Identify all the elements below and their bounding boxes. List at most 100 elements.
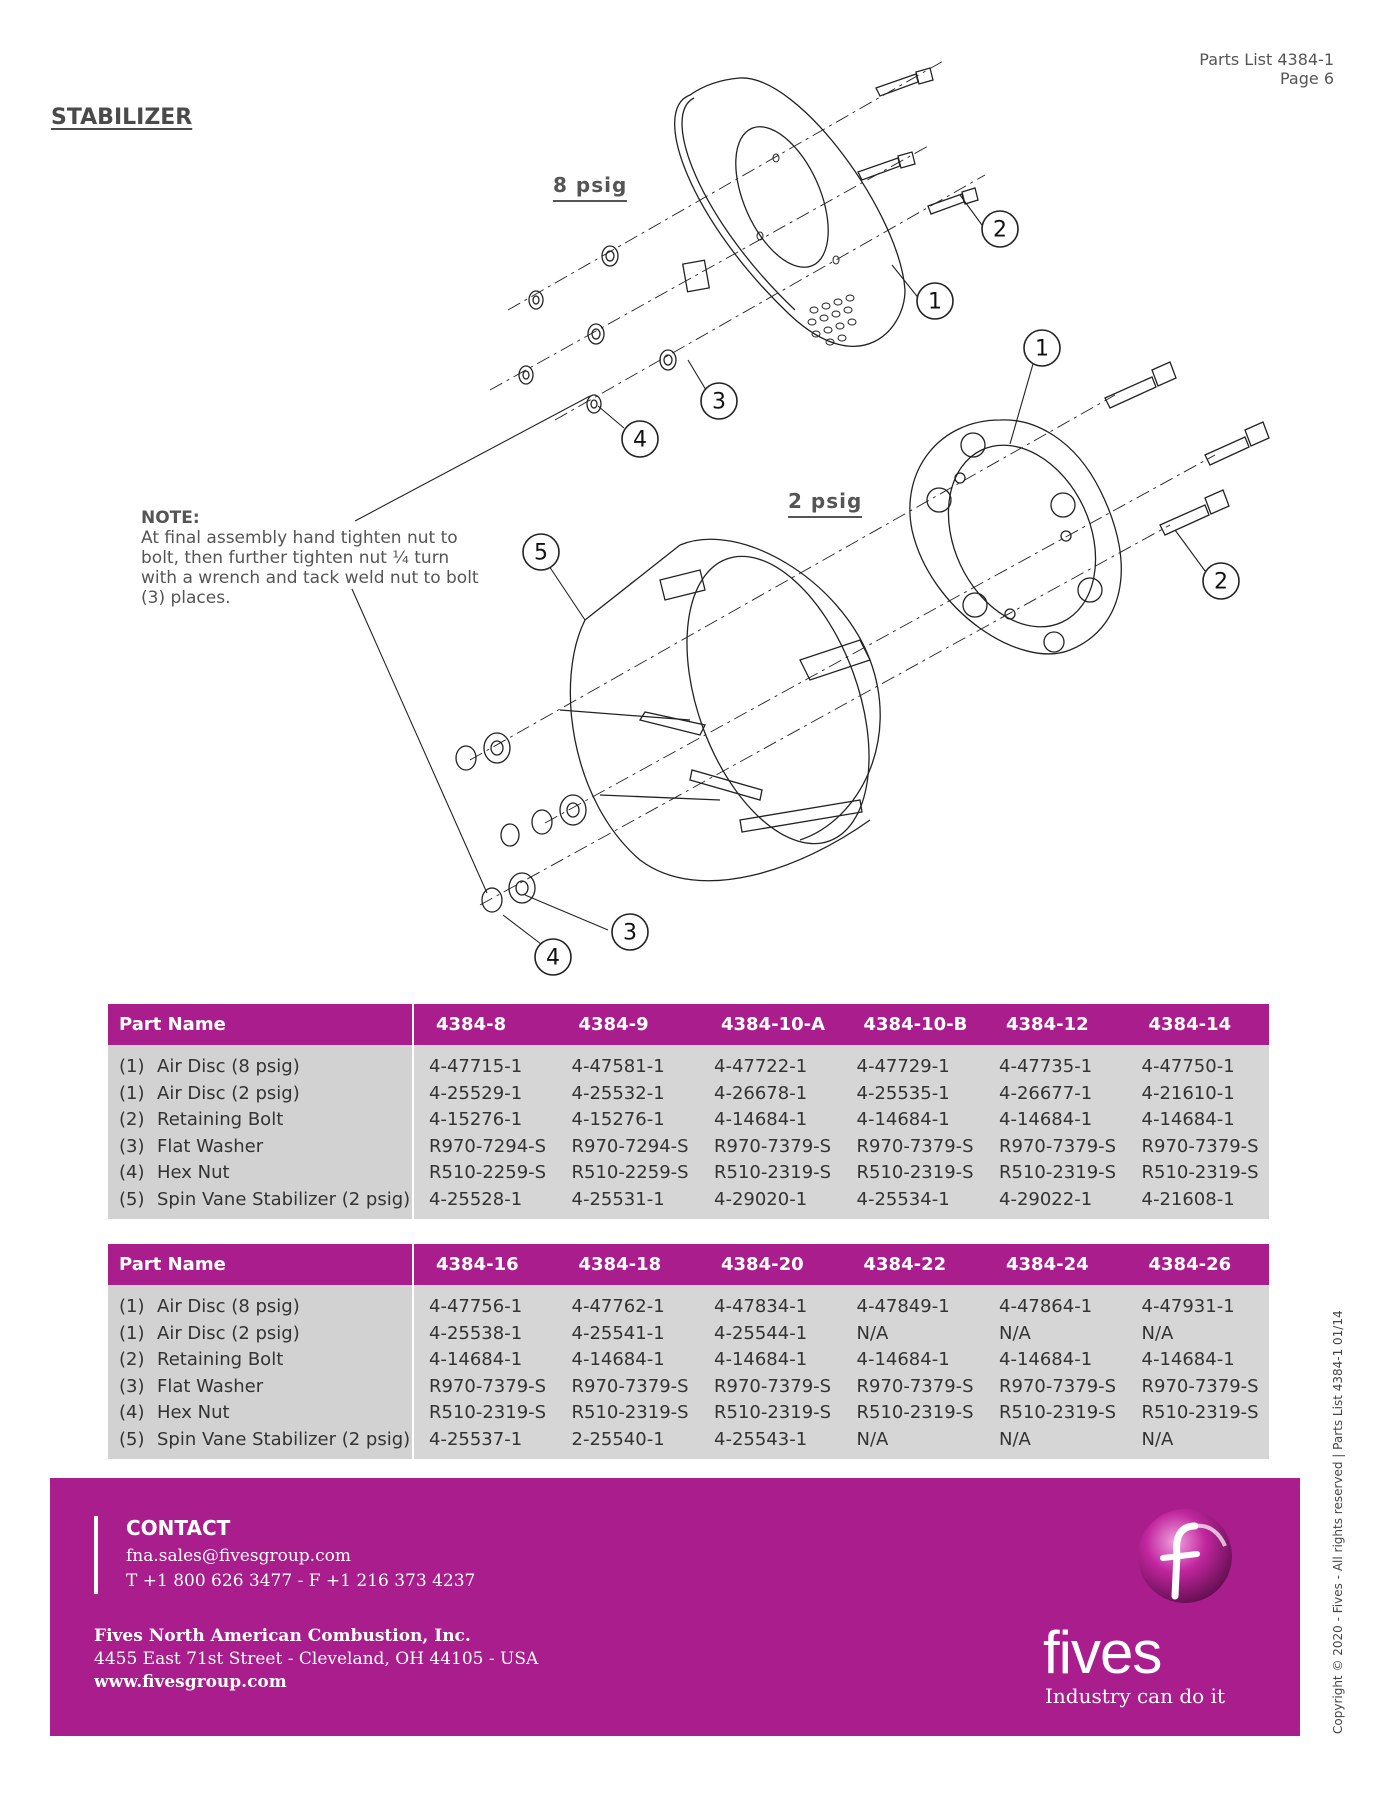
header-model: 4384-26: [1148, 1254, 1232, 1275]
item-number: (5): [119, 1188, 145, 1210]
part-number-cell: 4-26677-1: [999, 1082, 1093, 1104]
part-number-cell: 4-25534-1: [856, 1188, 950, 1210]
part-row: (5) Spin Vane Stabilizer (2 psig): [119, 1187, 412, 1214]
part-number-cell: 4-15276-1: [571, 1109, 665, 1130]
part-name: Spin Vane Stabilizer (2 psig): [157, 1188, 411, 1210]
svg-text:5: 5: [534, 541, 548, 566]
part-number-cell: R510-2319-S: [856, 1402, 974, 1423]
header-model: 4384-20: [721, 1254, 804, 1275]
part-number-cell: 4-14684-1: [714, 1109, 808, 1130]
part-number-cell: R970-7379-S: [999, 1135, 1117, 1157]
part-row: (4)Hex Nut: [119, 1400, 412, 1427]
parts-table-2: Part Name 4384-16 4384-18 4384-20 4384-2…: [108, 1244, 1269, 1459]
part-number-cell: N/A: [1141, 1322, 1174, 1344]
header-part-name: Part Name: [108, 1244, 414, 1285]
part-number-cell: 4-14684-1: [1141, 1349, 1235, 1370]
header-model: 4384-10-B: [863, 1014, 968, 1035]
air-disc-8psig: [674, 77, 906, 347]
part-name: Spin Vane Stabilizer (2 psig): [157, 1428, 411, 1450]
part-name: Air Disc (2 psig): [157, 1322, 300, 1344]
part-number-cell: 4-14684-1: [429, 1349, 523, 1370]
item-number: (1): [119, 1296, 145, 1317]
part-number-cell: 4-47750-1: [1141, 1056, 1235, 1077]
part-name: Hex Nut: [157, 1402, 230, 1423]
fives-logo-icon: [1138, 1509, 1232, 1603]
part-number-cell: R510-2319-S: [1141, 1402, 1259, 1423]
part-number-cell: R970-7379-S: [1141, 1375, 1259, 1397]
part-number-cell: R970-7379-S: [1141, 1135, 1259, 1157]
note-heading: NOTE:: [141, 508, 200, 528]
callout-1-2psig: 1: [1023, 329, 1061, 367]
part-number-cell: 4-14684-1: [856, 1109, 950, 1130]
part-row: (4)Hex Nut: [119, 1160, 412, 1187]
part-name: Air Disc (8 psig): [157, 1056, 300, 1077]
svg-text:1: 1: [928, 290, 942, 315]
item-number: (5): [119, 1428, 145, 1450]
contact-title: CONTACT: [126, 1516, 231, 1540]
part-row: (3)Flat Washer: [119, 1134, 412, 1161]
svg-text:4: 4: [546, 946, 560, 971]
svg-text:1: 1: [1035, 337, 1049, 362]
header-model: 4384-24: [1006, 1254, 1089, 1275]
part-name: Flat Washer: [157, 1135, 264, 1157]
header-model: 4384-9: [578, 1014, 649, 1035]
table-body: (1)Air Disc (8 psig) (1)Air Disc (2 psig…: [108, 1045, 1269, 1219]
part-number-cell: 4-21608-1: [1141, 1188, 1235, 1210]
part-number-cell: 4-47735-1: [999, 1056, 1093, 1077]
part-number-cell: 4-25532-1: [571, 1082, 665, 1104]
part-name: Retaining Bolt: [157, 1349, 284, 1370]
part-row: (2)Retaining Bolt: [119, 1347, 412, 1374]
part-number-cell: R970-7294-S: [429, 1135, 547, 1157]
header-model: 4384-22: [863, 1254, 947, 1275]
page-header: Parts List 4384-1 Page 6: [1199, 50, 1334, 88]
table-header: Part Name 4384-8 4384-9 4384-10-A 4384-1…: [108, 1004, 1269, 1045]
part-number-cell: R510-2319-S: [1141, 1162, 1259, 1183]
header-model: 4384-10-A: [721, 1014, 826, 1035]
parts-table-1: Part Name 4384-8 4384-9 4384-10-A 4384-1…: [108, 1004, 1269, 1219]
part-number-cell: 4-25541-1: [571, 1322, 665, 1344]
header-part-name: Part Name: [108, 1004, 414, 1045]
part-number-cell: 4-47729-1: [856, 1056, 950, 1077]
part-name: Air Disc (8 psig): [157, 1296, 300, 1317]
svg-text:2: 2: [1214, 570, 1228, 595]
bolts-8psig: [857, 67, 979, 215]
part-number-cell: 4-47722-1: [714, 1056, 808, 1077]
note-body: At final assembly hand tighten nut to bo…: [141, 528, 479, 608]
part-number-cell: 4-25528-1: [429, 1188, 523, 1210]
part-number-cell: 4-14684-1: [999, 1349, 1093, 1370]
label-8psig: 8 psig: [553, 173, 628, 202]
part-number-cell: R510-2259-S: [571, 1162, 689, 1183]
part-number-cell: R510-2319-S: [999, 1162, 1117, 1183]
callout-3-2psig: 3: [611, 913, 649, 951]
item-number: (3): [119, 1375, 145, 1397]
part-number-cell: 4-14684-1: [571, 1349, 665, 1370]
logo-wordmark: fives: [1043, 1619, 1162, 1686]
header-model: 4384-16: [436, 1254, 519, 1275]
part-number-cell: R510-2319-S: [856, 1162, 974, 1183]
part-number-cell: N/A: [999, 1322, 1031, 1344]
callout-4-2psig: 4: [534, 938, 572, 976]
callout-3-8psig: 3: [700, 382, 738, 420]
contact-email[interactable]: fna.sales@fivesgroup.com: [126, 1546, 351, 1566]
spin-vane-stabilizer: [559, 538, 881, 882]
air-disc-2psig: [909, 419, 1122, 655]
company-block: Fives North American Combustion, Inc. 44…: [94, 1625, 538, 1694]
part-number-cell: 4-47864-1: [999, 1296, 1093, 1317]
part-number-cell: R970-7379-S: [571, 1375, 689, 1397]
part-name: Retaining Bolt: [157, 1109, 284, 1130]
part-name-column: (1)Air Disc (8 psig) (1)Air Disc (2 psig…: [108, 1285, 414, 1459]
fives-logo: fives Industry can do it: [1030, 1506, 1232, 1708]
part-name: Flat Washer: [157, 1375, 264, 1397]
part-row: (2)Retaining Bolt: [119, 1107, 412, 1134]
company-website[interactable]: www.fivesgroup.com: [94, 1672, 287, 1692]
company-name: Fives North American Combustion, Inc.: [94, 1626, 471, 1646]
footer-banner: CONTACT fna.sales@fivesgroup.com T +1 80…: [50, 1478, 1300, 1736]
part-number-cell: 4-47715-1: [429, 1056, 523, 1077]
part-number-cell: 4-14684-1: [1141, 1109, 1235, 1130]
part-number-cell: 4-15276-1: [429, 1109, 523, 1130]
part-number-cell: 4-47849-1: [856, 1296, 950, 1317]
